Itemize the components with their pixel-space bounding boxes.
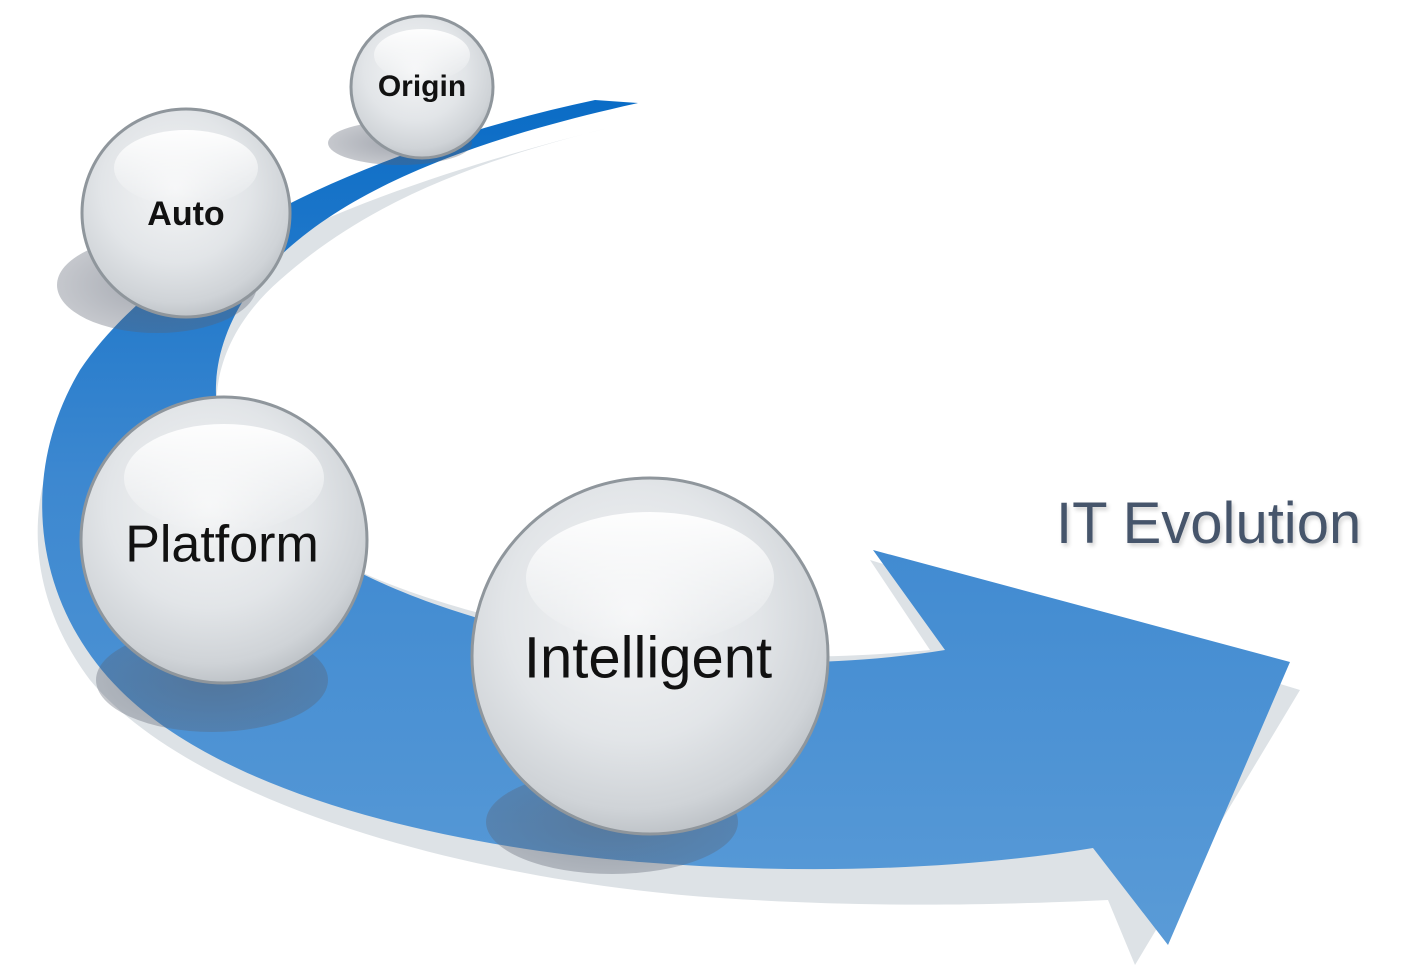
sphere-highlight xyxy=(526,512,774,644)
stage-label-origin: Origin xyxy=(378,70,466,103)
stage-label-intelligent: Intelligent xyxy=(524,625,772,690)
stage-intelligent: Intelligent xyxy=(470,476,830,874)
stage-auto: Auto xyxy=(57,107,292,333)
sphere-highlight xyxy=(374,29,470,81)
stage-platform: Platform xyxy=(79,395,369,732)
stage-origin: Origin xyxy=(328,14,495,165)
sphere-highlight xyxy=(114,130,258,206)
evolution-arrow xyxy=(42,100,1291,945)
diagram-title: IT Evolution xyxy=(1056,491,1362,556)
stage-label-platform: Platform xyxy=(125,516,319,574)
stage-label-auto: Auto xyxy=(147,195,224,233)
sphere-highlight xyxy=(124,424,324,532)
